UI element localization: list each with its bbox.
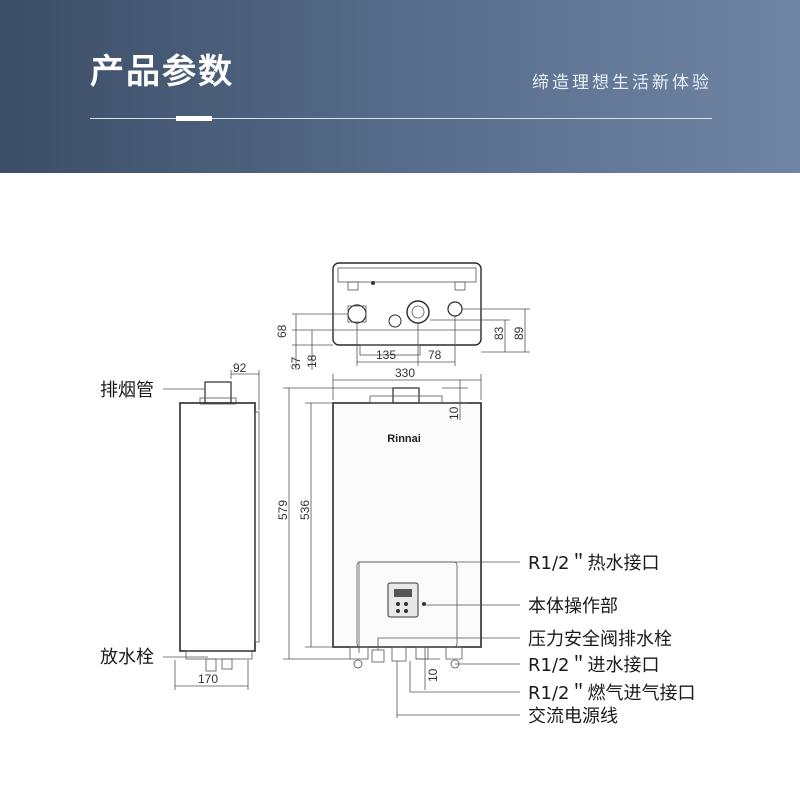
dim-10-top: 10: [447, 406, 461, 420]
dim-135: 135: [376, 348, 396, 362]
front-view: Rinnai: [332, 387, 482, 718]
brand-logo: Rinnai: [387, 433, 421, 445]
header-divider-accent: [176, 116, 212, 121]
page-title: 产品参数: [90, 52, 234, 92]
dim-92: 92: [233, 361, 247, 375]
label-control-panel: 本体操作部: [528, 596, 618, 617]
dimension-drawing: 68 37 18 135 78 83 89 92 170: [100, 262, 695, 727]
top-view: [332, 262, 482, 356]
label-drain-plug: 放水栓: [100, 647, 154, 668]
label-relief-valve: 压力安全阀排水栓: [528, 629, 672, 650]
dim-170: 170: [198, 672, 218, 686]
dim-10-bottom: 10: [426, 668, 440, 682]
top-view-dimensions: 68 37 18 135 78 83 89: [275, 308, 530, 370]
dim-68: 68: [275, 324, 289, 338]
label-water-inlet: R1/2＂进水接口: [528, 655, 659, 676]
label-flue-pipe: 排烟管: [100, 380, 154, 401]
dim-330: 330: [395, 366, 415, 380]
dim-37: 37: [289, 356, 303, 370]
dim-89: 89: [512, 326, 526, 340]
front-view-dimensions: 330 10 579 536 10: [276, 366, 482, 690]
label-power-cord: 交流电源线: [528, 706, 618, 727]
control-panel-graphic: [387, 582, 419, 618]
side-view: 92 170: [174, 361, 260, 690]
dim-579: 579: [276, 500, 290, 520]
slogan: 缔造理想生活新体验: [532, 73, 712, 93]
header-banner: 产品参数 缔造理想生活新体验: [0, 0, 800, 173]
dim-18: 18: [305, 354, 319, 368]
label-gas-inlet: R1/2＂燃气进气接口: [528, 683, 695, 704]
dim-83: 83: [492, 326, 506, 340]
dim-78: 78: [428, 348, 442, 362]
label-hot-water-outlet: R1/2＂热水接口: [528, 553, 659, 574]
leader-lines: [163, 388, 520, 716]
header-divider: [90, 118, 712, 119]
dim-536: 536: [298, 500, 312, 520]
